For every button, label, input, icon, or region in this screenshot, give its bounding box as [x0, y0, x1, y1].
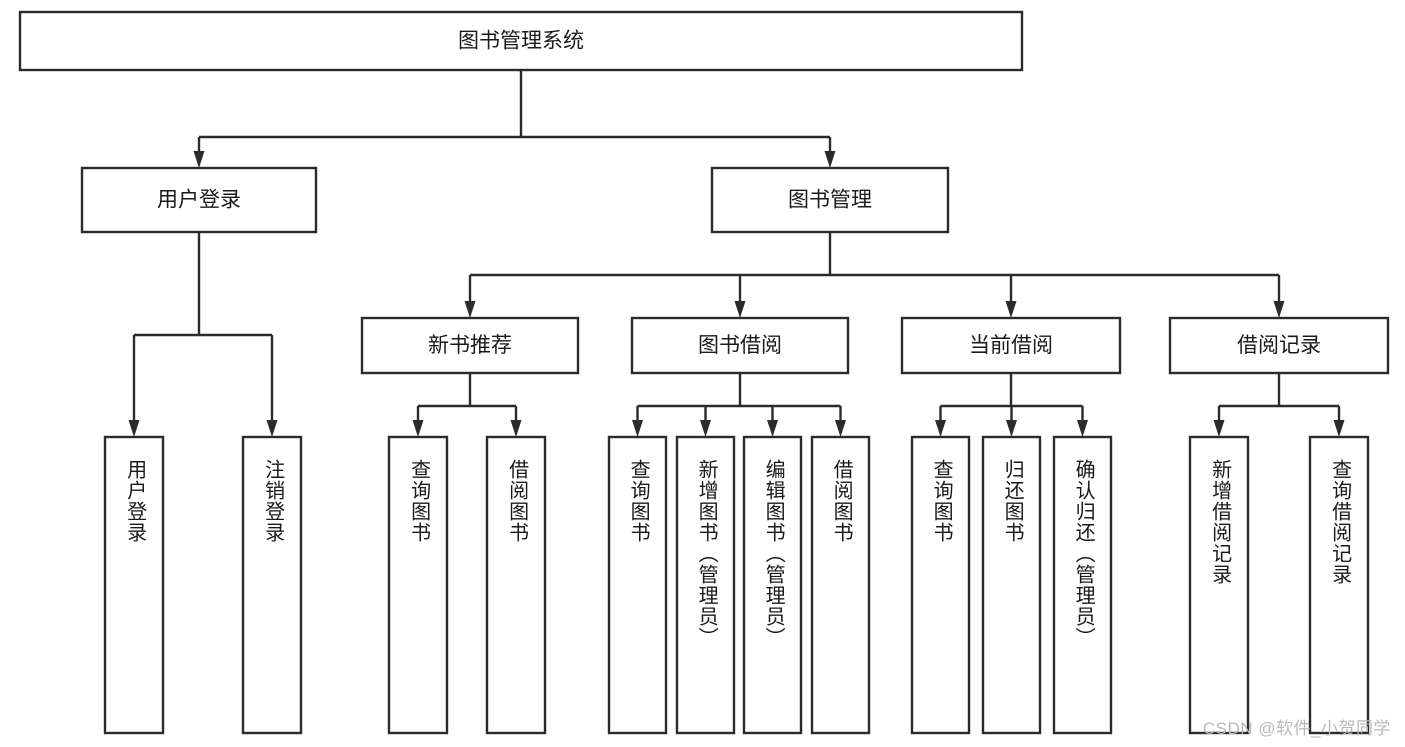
node-label-new-book-recommend: 新书推荐	[428, 334, 512, 357]
node-box-layer	[18, 10, 1390, 735]
node-box-borrow-record[interactable]	[1168, 316, 1390, 375]
watermark-text: CSDN @软件_小贺同学	[1202, 719, 1391, 738]
arrow-head-borrow-record	[1273, 301, 1285, 318]
arrow-head-user-login	[193, 151, 205, 168]
arrow-head-book-borrow	[734, 301, 746, 318]
node-box-leaf-confirm-return-admin[interactable]	[1052, 435, 1113, 735]
arrow-head-leaf-add-book-admin	[700, 420, 711, 437]
arrow-head-leaf-logout-login	[266, 420, 278, 437]
node-box-leaf-query-book-current[interactable]	[910, 435, 971, 735]
node-box-leaf-logout-login[interactable]	[241, 435, 303, 735]
node-box-book-borrow[interactable]	[630, 316, 850, 375]
node-box-root[interactable]	[18, 10, 1024, 72]
node-box-user-login[interactable]	[80, 166, 318, 234]
node-box-leaf-add-book-admin[interactable]	[675, 435, 736, 735]
node-box-leaf-query-book-recommend[interactable]	[387, 435, 449, 735]
node-label-user-login: 用户登录	[157, 189, 241, 212]
node-label-root: 图书管理系统	[458, 30, 584, 53]
node-box-leaf-borrow-book[interactable]	[810, 435, 871, 735]
arrow-head-leaf-return-book	[1006, 420, 1017, 437]
node-label-borrow-record: 借阅记录	[1237, 334, 1321, 357]
node-box-book-manage[interactable]	[710, 166, 950, 234]
node-label-current-borrow: 当前借阅	[969, 334, 1053, 357]
arrow-head-current-borrow	[1005, 301, 1017, 318]
arrow-head-leaf-borrow-book	[835, 420, 846, 437]
node-box-new-book-recommend[interactable]	[360, 316, 580, 375]
node-box-leaf-borrow-book-recommend[interactable]	[485, 435, 547, 735]
arrow-head-leaf-query-book-current	[935, 420, 946, 437]
node-box-leaf-user-login[interactable]	[103, 435, 165, 735]
arrow-head-leaf-add-borrow-record	[1213, 420, 1225, 437]
node-box-leaf-query-book-borrow[interactable]	[607, 435, 668, 735]
arrow-head-leaf-edit-book-admin	[767, 420, 778, 437]
arrow-head-leaf-user-login	[128, 420, 140, 437]
arrow-head-leaf-query-book-recommend	[412, 420, 424, 437]
arrow-head-leaf-confirm-return-admin	[1077, 420, 1088, 437]
node-box-leaf-add-borrow-record[interactable]	[1188, 435, 1250, 735]
arrow-head-new-book-recommend	[464, 301, 476, 318]
node-box-leaf-query-borrow-record[interactable]	[1308, 435, 1370, 735]
node-label-book-borrow: 图书借阅	[698, 334, 782, 357]
arrow-head-leaf-borrow-book-recommend	[510, 420, 522, 437]
arrow-head-book-manage	[824, 151, 836, 168]
arrow-head-leaf-query-borrow-record	[1333, 420, 1345, 437]
node-box-current-borrow[interactable]	[900, 316, 1122, 375]
arrow-head-leaf-query-book-borrow	[632, 420, 643, 437]
node-label-book-manage: 图书管理	[788, 189, 872, 212]
node-box-leaf-return-book[interactable]	[981, 435, 1042, 735]
connector-layer	[128, 70, 1345, 437]
node-box-leaf-edit-book-admin[interactable]	[742, 435, 803, 735]
